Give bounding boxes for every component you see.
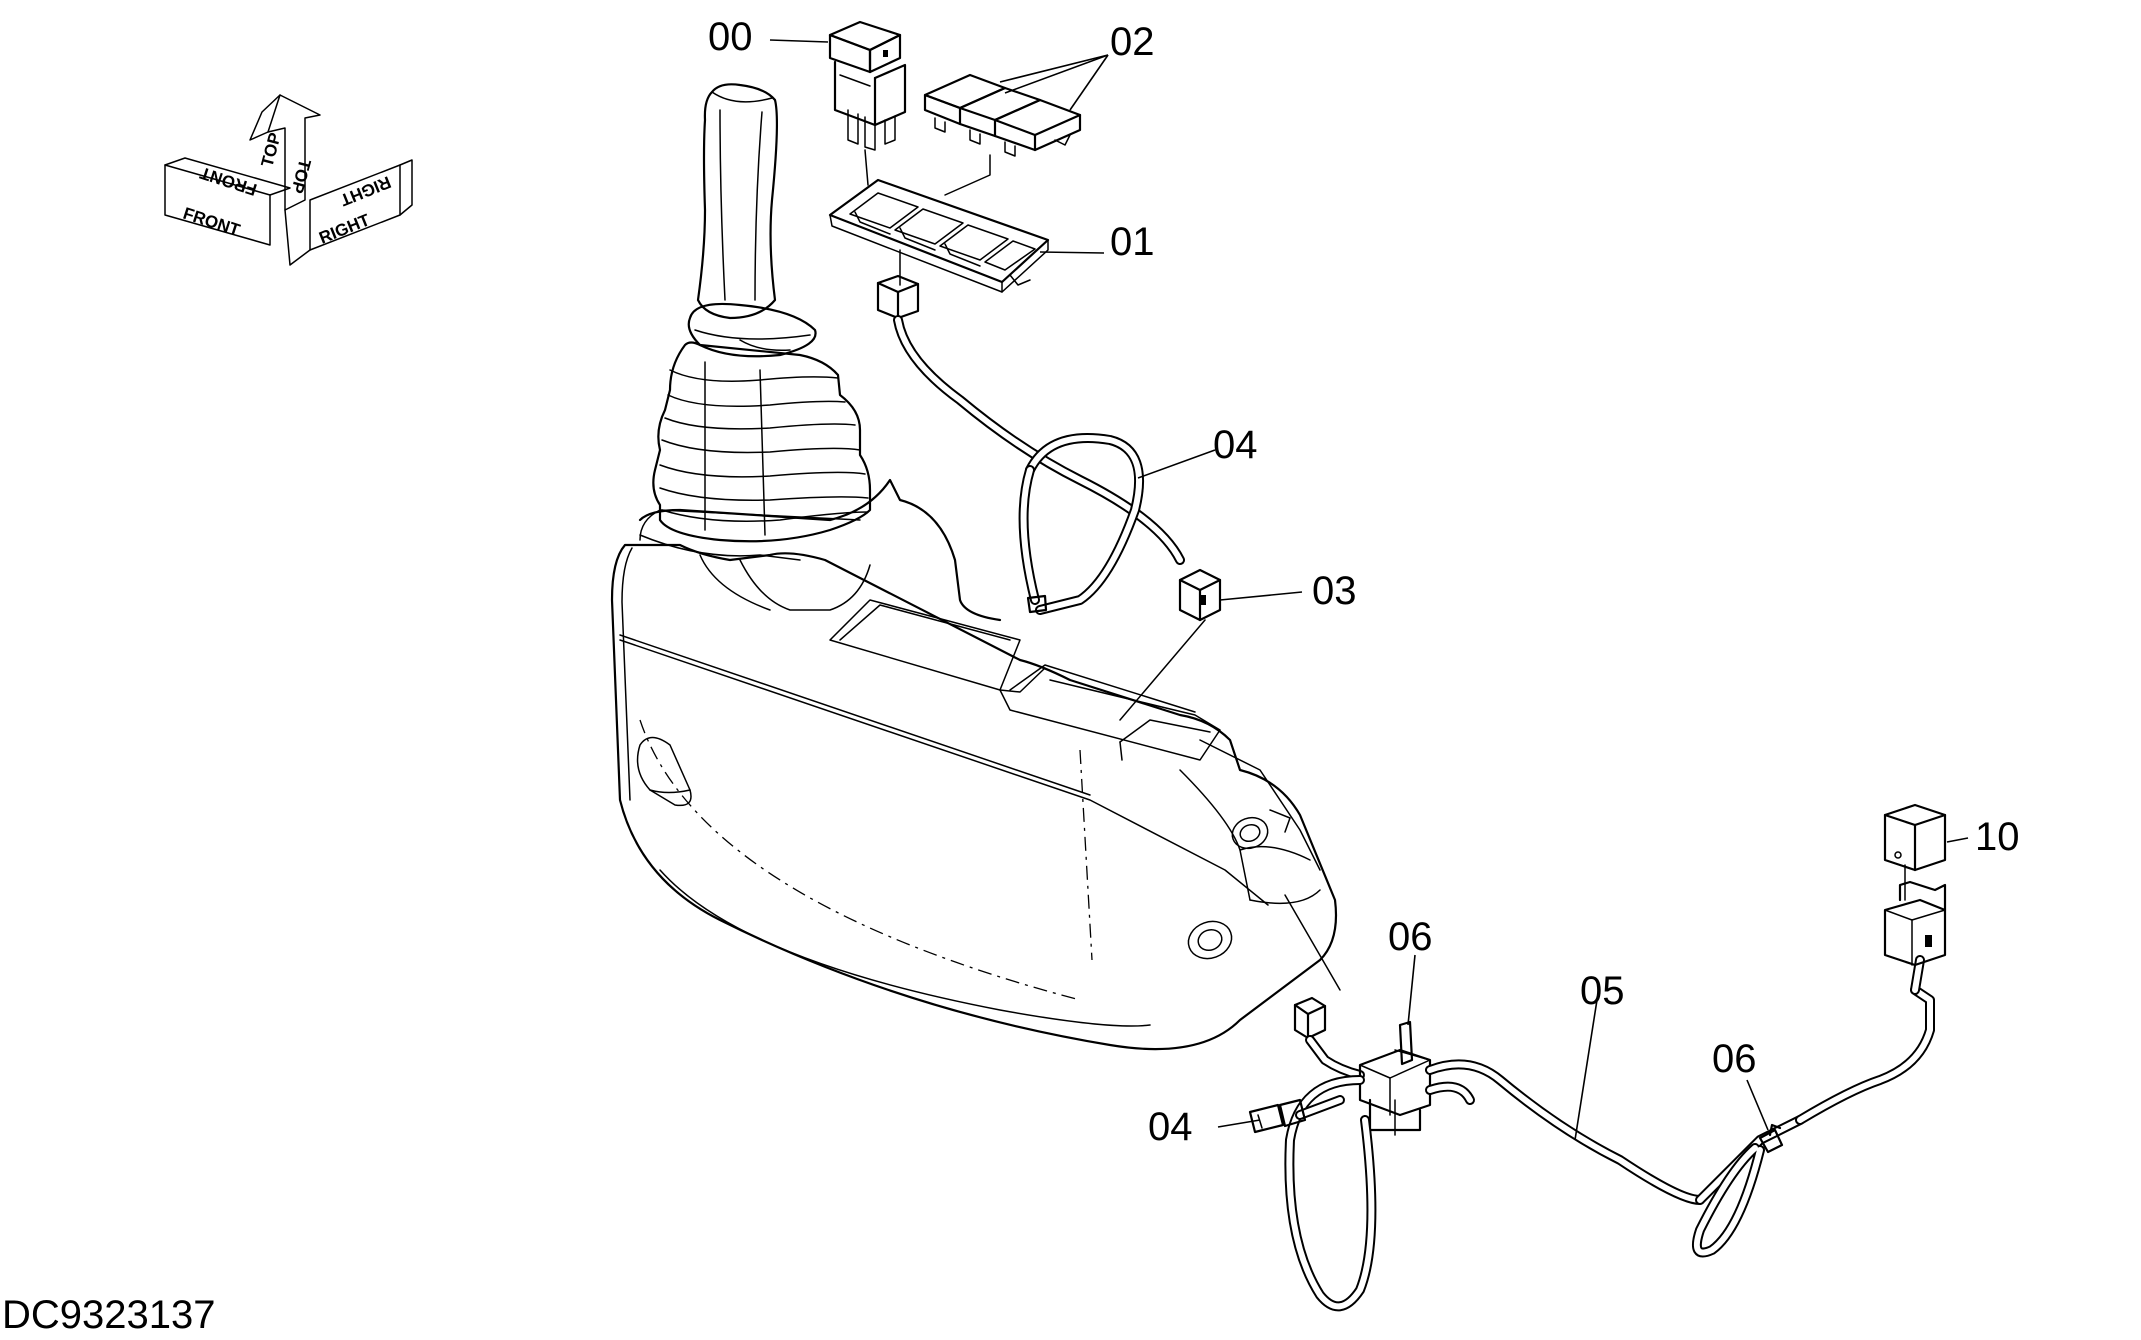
callout-06-right: 06 [1712,1037,1757,1081]
console-housing [610,478,1338,1051]
guide-line [864,149,869,186]
callout-labels: 00 01 02 03 04 04 05 06 06 10 [708,15,2020,1149]
rocker-switch [828,20,907,151]
orientation-label-right: RIGHT [316,210,373,248]
switch-panel-frame [828,178,1050,293]
relay [1883,803,1947,872]
blank-cover-caps [923,73,1082,157]
sub-harness-upper [876,274,1222,622]
callout-04-upper: 04 [1213,423,1258,467]
drawing-number: DC9323137 [2,1293,216,1335]
callout-06-left: 06 [1388,915,1433,959]
orientation-label-front-mirror: FRONT [197,163,259,199]
orientation-label-top-mirror: TOP [287,157,314,195]
guide-line [1119,619,1206,721]
callout-10: 10 [1975,815,2020,859]
callout-05: 05 [1580,969,1625,1013]
callout-02: 02 [1110,20,1155,64]
callout-01: 01 [1110,220,1155,264]
orientation-label-top: TOP [258,131,285,169]
orientation-label-front: FRONT [181,204,243,240]
orientation-icon: FRONT FRONT TOP TOP RIGHT RIGHT [164,94,413,266]
guide-line [944,154,991,196]
main-harness [1248,880,1947,1312]
callout-04-lower: 04 [1148,1105,1193,1149]
callout-03: 03 [1312,569,1357,613]
guide-line [1284,894,1341,991]
joystick-lever [652,83,872,543]
callout-00: 00 [708,15,753,59]
leader-lines [769,39,1969,1141]
rubber-boot [652,339,872,543]
